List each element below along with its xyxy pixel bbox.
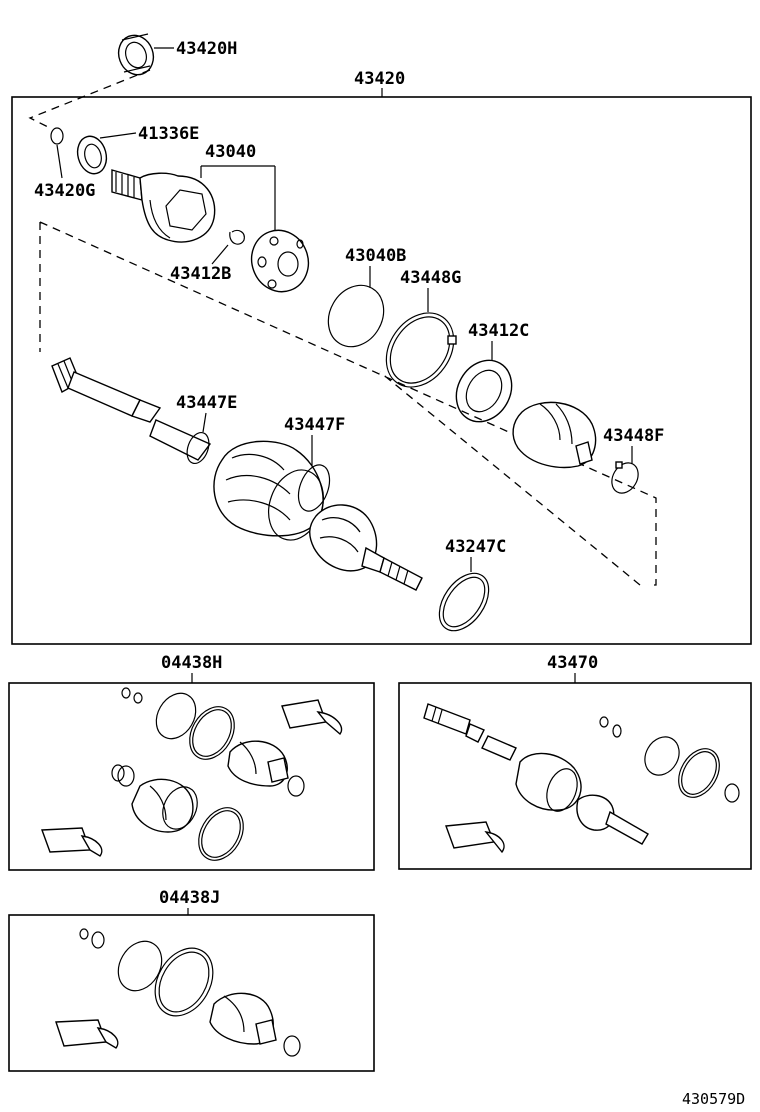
kit-04438H-frame <box>8 682 375 871</box>
label-43420G: 43420G <box>34 181 95 201</box>
kit-43470-frame <box>398 682 752 870</box>
label-43447F: 43447F <box>284 415 345 435</box>
label-43040B: 43040B <box>345 246 406 266</box>
part-inner-boot-large <box>512 401 597 469</box>
label-43412B: 43412B <box>170 264 231 284</box>
label-41336E: 41336E <box>138 124 199 144</box>
label-43447E: 43447E <box>176 393 237 413</box>
part-43040-outer-joint <box>111 169 216 243</box>
part-outer-boot <box>213 440 331 541</box>
label-43470: 43470 <box>547 653 598 673</box>
part-inner-boot <box>309 504 423 591</box>
label-43247C: 43247C <box>445 537 506 557</box>
part-43040B-ring <box>327 284 385 348</box>
part-43420G-snap-ring <box>50 127 64 145</box>
label-43040: 43040 <box>205 142 256 162</box>
label-43448F: 43448F <box>603 426 664 446</box>
part-43412B-snap-ring <box>229 229 245 245</box>
part-43247C-seal-ring <box>438 572 490 632</box>
kit-43470-parts <box>423 703 740 854</box>
part-43448G-boot-clamp <box>385 312 457 388</box>
kit-04438J-frame <box>8 914 375 1072</box>
part-43040-inner-race <box>250 229 310 293</box>
label-43420H: 43420H <box>176 39 237 59</box>
label-43412C: 43412C <box>468 321 529 341</box>
part-43447E-clamp <box>186 431 210 465</box>
kit-04438J-parts <box>55 928 301 1057</box>
part-shaft <box>51 357 212 461</box>
part-43412C-snap-ring <box>455 359 513 423</box>
part-41336E-dust-seal <box>76 135 108 175</box>
label-04438J: 04438J <box>159 888 220 908</box>
label-04438H: 04438H <box>161 653 222 673</box>
part-43420H-seal <box>117 33 155 76</box>
part-43448F-boot-clamp <box>611 461 639 494</box>
label-43448G: 43448G <box>400 268 461 288</box>
kit-04438H-parts <box>41 687 343 861</box>
drawing-number: 430579D <box>682 1090 745 1108</box>
assembly-43420-frame <box>11 96 752 645</box>
label-43420: 43420 <box>354 69 405 89</box>
